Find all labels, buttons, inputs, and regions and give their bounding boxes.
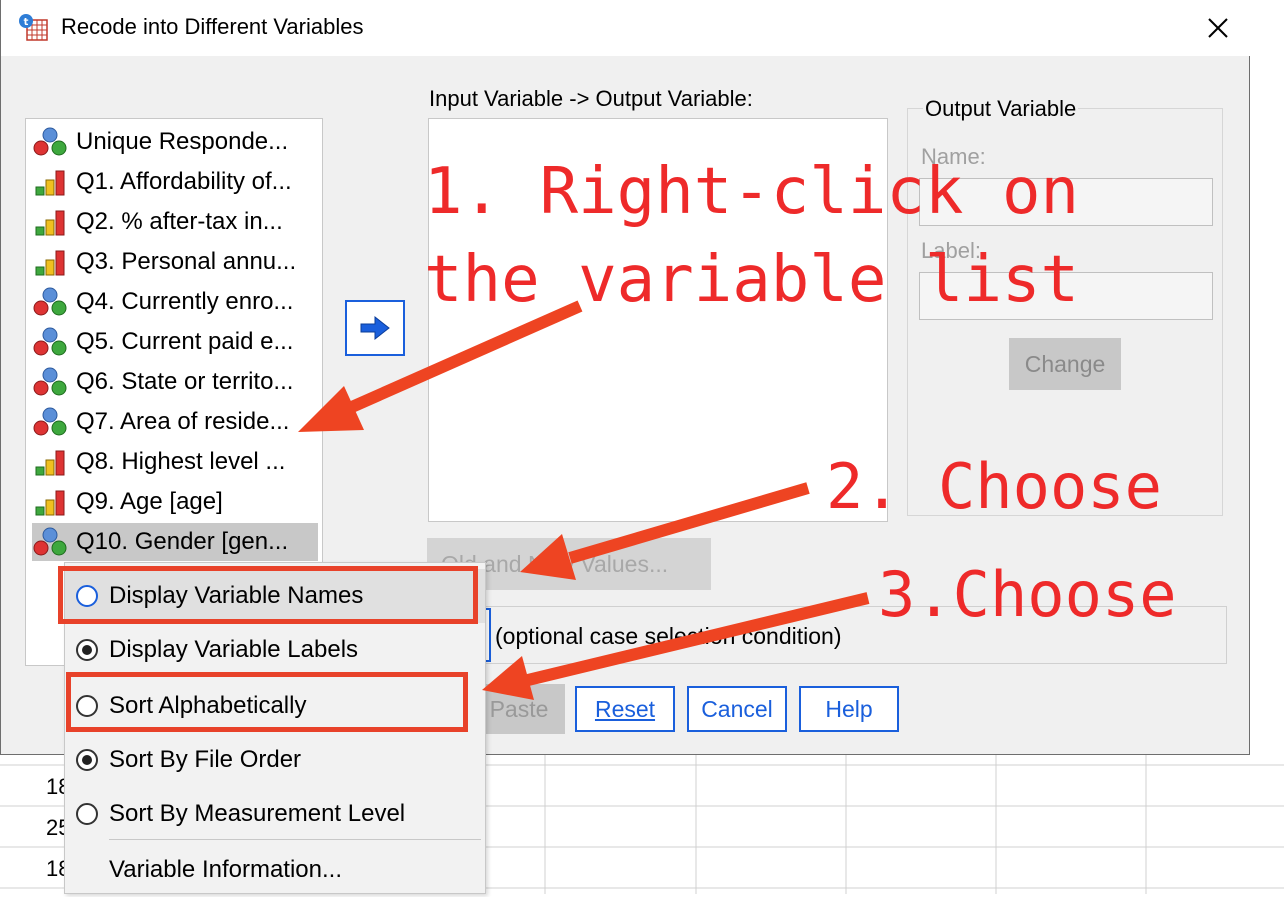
name-field[interactable] [919, 178, 1213, 226]
name-label: Name: [921, 144, 986, 169]
variable-list-item[interactable]: Unique Responde... [32, 123, 318, 161]
nominal-icon [33, 127, 67, 156]
variable-list-item[interactable]: Q1. Affordability of... [32, 163, 318, 201]
menu-item-label: Sort By File Order [109, 746, 302, 773]
radio-icon [76, 695, 98, 717]
variable-list-item[interactable]: Q8. Highest level ... [32, 443, 318, 481]
reset-label: Reset [594, 695, 656, 722]
variable-list-item[interactable]: Q10. Gender [gen... [32, 523, 318, 561]
radio-selected-icon [76, 749, 98, 771]
nominal-icon [33, 367, 67, 396]
cancel-button[interactable]: Cancel [687, 686, 787, 732]
menu-item-display-names[interactable]: Display Variable Names [65, 569, 485, 623]
menu-item-sort-alphabetically[interactable]: Sort Alphabetically [65, 679, 485, 733]
variable-label: Q1. Affordability of... [76, 168, 292, 195]
radio-icon [76, 585, 98, 607]
reset-button[interactable]: Reset [575, 686, 675, 732]
menu-item-label: Variable Information... [109, 856, 343, 883]
menu-item-label: Sort Alphabetically [109, 692, 307, 719]
variable-label: Q10. Gender [gen... [76, 528, 289, 555]
annotation-step3: 3.Choose [878, 558, 1177, 631]
variable-label: Q2. % after-tax in... [76, 208, 283, 235]
annotation-step1-line1: 1. Right-click on [424, 155, 1080, 229]
io-list-label: Input Variable -> Output Variable: [429, 86, 753, 111]
nominal-icon [33, 287, 67, 316]
change-button[interactable]: Change [1009, 338, 1121, 390]
variable-label: Q8. Highest level ... [76, 448, 286, 475]
close-button[interactable] [1197, 8, 1239, 48]
variable-list-item[interactable]: Q7. Area of reside... [32, 403, 318, 441]
label-label: Label: [921, 238, 981, 263]
menu-item-label: Display Variable Names [109, 582, 364, 609]
arrow-right-icon [360, 315, 390, 341]
ordinal-icon [35, 250, 65, 276]
svg-text:t: t [24, 17, 29, 28]
help-button[interactable]: Help [799, 686, 899, 732]
annotation-step1-line2: the variable list [424, 243, 1080, 317]
variable-list-item[interactable]: Q2. % after-tax in... [32, 203, 318, 241]
variable-label: Q5. Current paid e... [76, 328, 294, 355]
variable-label: Q4. Currently enro... [76, 288, 294, 315]
label-field[interactable] [919, 272, 1213, 320]
ordinal-icon [35, 450, 65, 476]
condition-area [481, 606, 1227, 664]
variable-list-item[interactable]: Q3. Personal annu... [32, 243, 318, 281]
variable-label: Q6. State or territo... [76, 368, 294, 395]
move-variable-button[interactable] [345, 300, 405, 356]
highlight-box-display-names [58, 566, 478, 624]
menu-separator [109, 839, 481, 840]
menu-item-sort-measurement[interactable]: Sort By Measurement Level [65, 787, 485, 841]
menu-item-label: Sort By Measurement Level [109, 800, 406, 827]
variable-list-item[interactable]: Q9. Age [age] [32, 483, 318, 521]
variable-list-item[interactable]: Q5. Current paid e... [32, 323, 318, 361]
output-group-legend: Output Variable [923, 96, 1079, 122]
nominal-icon [33, 327, 67, 356]
menu-item-label: Display Variable Labels [109, 636, 359, 663]
variable-label: Q9. Age [age] [76, 488, 223, 515]
ordinal-icon [35, 210, 65, 236]
radio-icon [76, 803, 98, 825]
app-icon: t [19, 14, 48, 41]
annotation-step2: 2. Choose [826, 450, 1162, 523]
close-icon [1208, 18, 1228, 38]
menu-item-sort-file-order[interactable]: Sort By File Order [65, 733, 485, 787]
ordinal-icon [35, 170, 65, 196]
arrow-step3 [526, 592, 870, 686]
nominal-icon [33, 407, 67, 436]
variable-list-item[interactable]: Q6. State or territo... [32, 363, 318, 401]
highlight-box-sort-alpha [66, 672, 468, 732]
title-bar: t Recode into Different Variables [1, 0, 1251, 56]
nominal-icon [33, 527, 67, 556]
variable-label: Q3. Personal annu... [76, 248, 297, 275]
input-output-variable-list[interactable] [428, 118, 888, 522]
ordinal-icon [35, 490, 65, 516]
arrow-step1 [333, 300, 583, 420]
variable-label: Unique Responde... [76, 128, 289, 155]
radio-selected-icon [76, 639, 98, 661]
menu-item-display-labels[interactable]: Display Variable Labels [65, 623, 485, 677]
variable-label: Q7. Area of reside... [76, 408, 290, 435]
window-title: Recode into Different Variables [61, 14, 364, 39]
arrow-step2 [568, 482, 810, 564]
menu-item-variable-information[interactable]: Variable Information... [65, 843, 485, 897]
variable-list-item[interactable]: Q4. Currently enro... [32, 283, 318, 321]
